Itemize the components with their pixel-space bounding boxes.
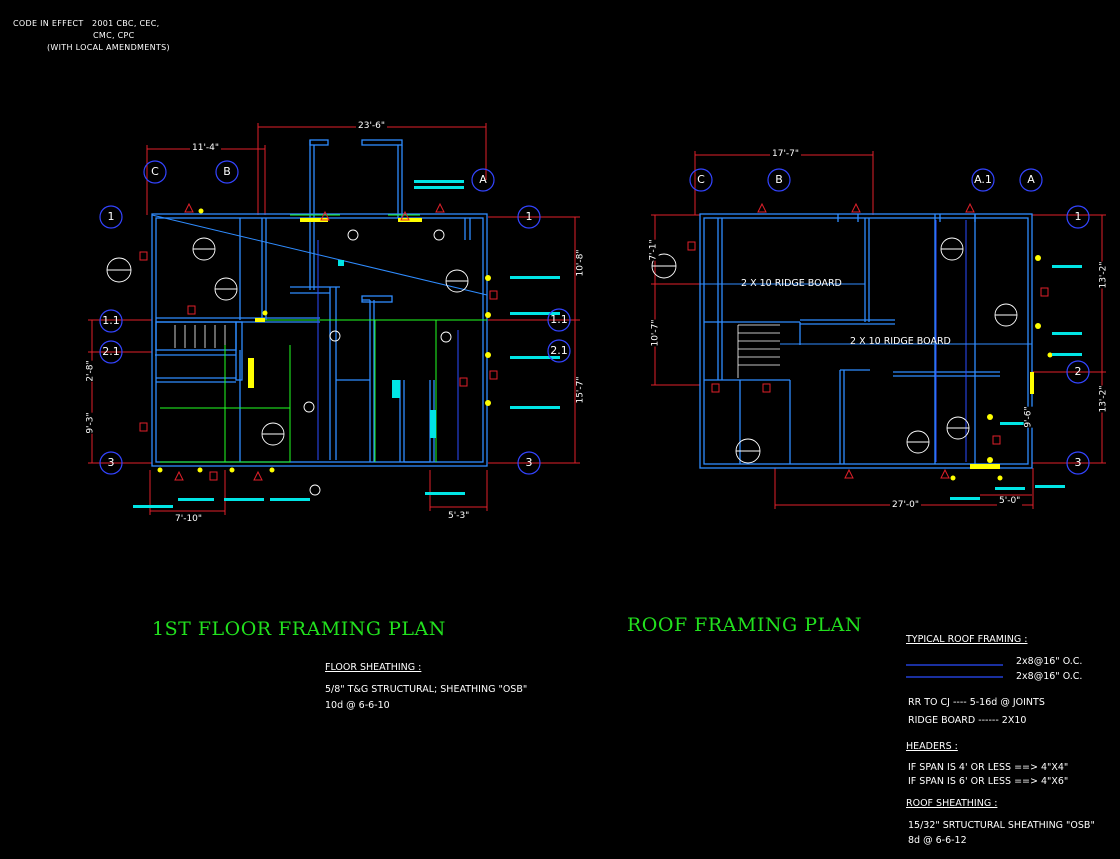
first-floor-grid-bubble-7: 2.1: [102, 345, 120, 358]
dimension-2-8: 2'-8": [85, 360, 96, 382]
first-floor-grid-bubble-1: B: [223, 165, 231, 178]
roof-sheathing-line-2: 8d @ 6-6-12: [908, 835, 967, 846]
roof-plan: [651, 151, 1106, 509]
roof-grid-bubble-2: A.1: [974, 173, 992, 186]
first-floor-beams: [160, 214, 487, 463]
dimension-5-3: 5'-3": [448, 511, 470, 521]
first-floor-grid-bubble-10: 3: [525, 456, 533, 469]
roof-rafters: [935, 220, 967, 462]
ridge-board-label-2: 2 X 10 RIDGE BOARD: [850, 336, 951, 347]
code-line-3: (WITH LOCAL AMENDMENTS): [47, 43, 170, 52]
rafter-spec-2: 2x8@16" O.C.: [1016, 671, 1083, 682]
roof-sheathing-line-1: 15/32" SRTUCTURAL SHEATHING "OSB": [908, 820, 1095, 831]
roof-detail-markers: [651, 237, 1018, 464]
first-floor-dimension-lines: [88, 123, 580, 515]
first-floor-plan: [88, 123, 580, 515]
headers-heading: HEADERS :: [906, 741, 958, 752]
first-floor-grid-bubble-5: 1.1: [102, 314, 120, 327]
roof-grid-bubble-4: 1: [1074, 210, 1082, 223]
first-floor-joists: [317, 240, 459, 460]
dimension-10-8: 10'-8": [575, 249, 586, 277]
first-floor-walls: [151, 139, 488, 467]
dimension-23-6: 23'-6": [356, 121, 388, 131]
dimension-11-4: 11'-4": [190, 143, 222, 153]
first-floor-title: 1ST FLOOR FRAMING PLAN: [152, 618, 446, 640]
rr-to-cj-note: RR TO CJ ---- 5-16d @ JOINTS: [908, 697, 1045, 708]
first-floor-grid-bubble-9: 3: [107, 456, 115, 469]
roof-walls: [699, 213, 1033, 469]
first-floor-detail-markers: [106, 229, 469, 496]
first-floor-cyan-callouts: [133, 180, 560, 508]
roof-red-markers: [687, 202, 1049, 479]
first-floor-yellow-posts: [157, 208, 491, 473]
first-floor-red-markers: [139, 202, 498, 481]
ridge-board-note: RIDGE BOARD ------ 2X10: [908, 715, 1027, 726]
code-line-1: 2001 CBC, CEC,: [92, 19, 160, 28]
roof-ridge-lines: [700, 283, 1032, 345]
floor-sheathing-heading: FLOOR SHEATHING :: [325, 662, 422, 673]
dimension-7-1: 7'-1": [648, 239, 659, 261]
dimension-5-0: 5'-0": [997, 496, 1023, 506]
dimension-9-6: 9'-6": [1023, 406, 1034, 428]
first-floor-grid-bubbles: [99, 160, 571, 475]
ridge-board-label-1: 2 X 10 RIDGE BOARD: [741, 278, 842, 289]
roof-grid-bubble-1: B: [775, 173, 783, 186]
header-spec-1: IF SPAN IS 4' OR LESS ==> 4"X4": [908, 762, 1069, 773]
code-in-effect-label: CODE IN EFFECT: [13, 19, 84, 28]
dimension-7-10: 7'-10": [175, 514, 203, 524]
rafter-spec-1: 2x8@16" O.C.: [1016, 656, 1083, 667]
roof-grid-bubbles: [689, 168, 1090, 475]
first-floor-grid-bubble-4: 1: [525, 210, 533, 223]
roof-grid-bubble-5: 2: [1074, 365, 1082, 378]
first-floor-grid-bubble-3: 1: [107, 210, 115, 223]
dimension-15-7: 15'-7": [575, 376, 586, 404]
dimension-10-7: 10'-7": [650, 319, 661, 347]
code-line-2: CMC, CPC: [93, 31, 135, 40]
roof-legend-lines: [906, 664, 1003, 678]
dimension-27-0: 27'-0": [890, 500, 922, 510]
typical-roof-framing-heading: TYPICAL ROOF FRAMING :: [906, 634, 1028, 645]
roof-grid-bubble-6: 3: [1074, 456, 1082, 469]
dimension-13-2-lower: 13'-2": [1098, 385, 1109, 413]
roof-sheathing-heading: ROOF SHEATHING :: [906, 798, 998, 809]
first-floor-grid-bubble-8: 2.1: [550, 344, 568, 357]
roof-grid-bubble-0: C: [697, 173, 705, 186]
floor-sheathing-line-2: 10d @ 6-6-10: [325, 700, 390, 711]
roof-dimension-lines: [651, 151, 1106, 509]
roof-cyan-callouts: [950, 265, 1082, 500]
dimension-9-3: 9'-3": [85, 412, 96, 434]
roof-yellow-posts: [950, 255, 1053, 481]
dimension-17-7: 17'-7": [770, 149, 802, 159]
roof-stairs: [737, 324, 780, 378]
first-floor-grid-bubble-6: 1.1: [550, 313, 568, 326]
first-floor-grid-bubble-2: A: [479, 173, 487, 186]
roof-title: ROOF FRAMING PLAN: [627, 614, 862, 636]
first-floor-grid-bubble-0: C: [151, 165, 159, 178]
roof-grid-bubble-3: A: [1027, 173, 1035, 186]
header-spec-2: IF SPAN IS 6' OR LESS ==> 4"X6": [908, 776, 1069, 787]
floor-sheathing-line-1: 5/8" T&G STRUCTURAL; SHEATHING "OSB": [325, 684, 528, 695]
first-floor-stairs: [174, 325, 226, 348]
dimension-13-2-upper: 13'-2": [1098, 261, 1109, 289]
